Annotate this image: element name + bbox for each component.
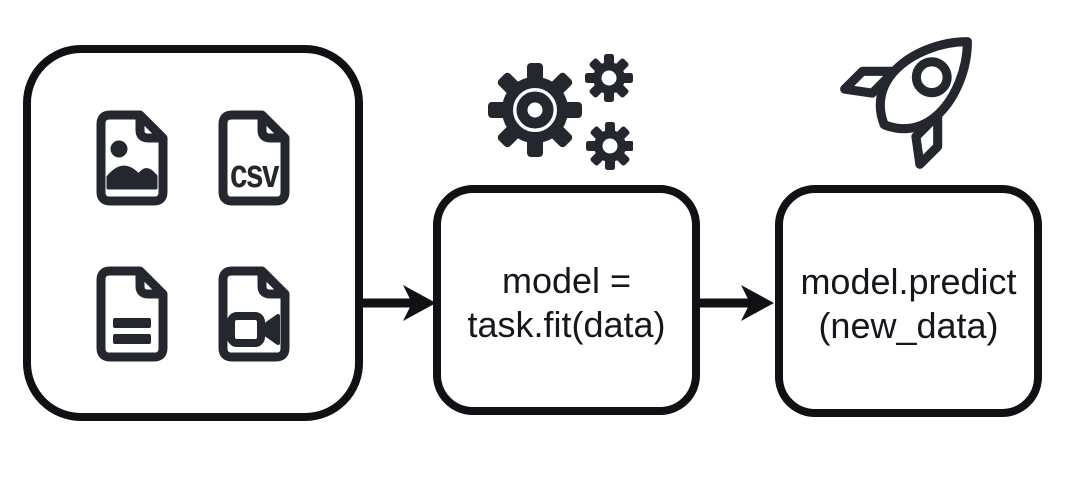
arrow-fit-to-predict bbox=[697, 285, 774, 321]
fit-code-line2: task.fit(data) bbox=[467, 304, 666, 345]
arrow-data-to-fit bbox=[359, 285, 436, 321]
fit-code-line1: model = bbox=[501, 260, 632, 301]
image-file-icon bbox=[94, 108, 170, 208]
text-file-icon bbox=[94, 264, 170, 364]
rocket-icon bbox=[839, 28, 977, 174]
fit-code-box: model = task.fit(data) bbox=[433, 185, 700, 415]
video-file-icon bbox=[216, 264, 292, 364]
file-icons-grid: csv bbox=[94, 108, 292, 364]
csv-file-icon: csv bbox=[216, 108, 292, 208]
gears-icon bbox=[486, 46, 633, 177]
predict-code-line2: (new_data) bbox=[818, 305, 999, 346]
predict-code-box: model.predict (new_data) bbox=[775, 185, 1042, 417]
fit-code: model = task.fit(data) bbox=[467, 253, 665, 347]
csv-label: csv bbox=[230, 150, 279, 196]
predict-code-line1: model.predict bbox=[800, 261, 1017, 302]
predict-code: model.predict (new_data) bbox=[800, 254, 1016, 348]
data-sources-box: csv bbox=[23, 45, 363, 421]
